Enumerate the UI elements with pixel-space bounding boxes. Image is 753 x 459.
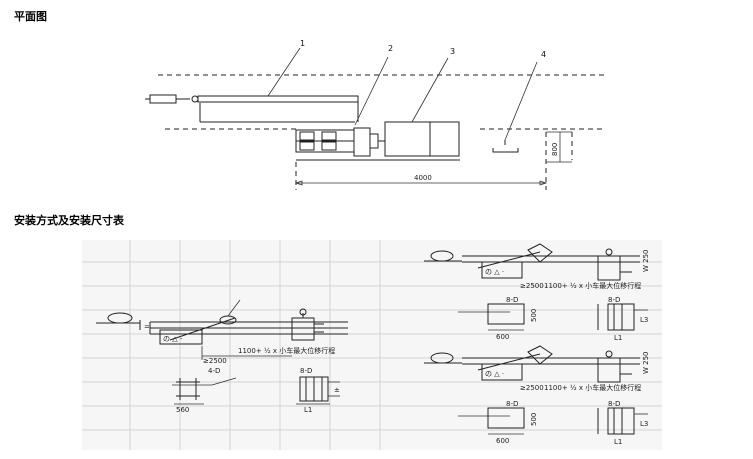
side-w-bottom: W 250	[642, 351, 650, 374]
dim-base-bottom: 600	[496, 437, 509, 445]
dim-l1-left: L1	[304, 406, 312, 414]
coupling-head	[149, 94, 177, 104]
bolt-plate-bottom-left	[487, 407, 525, 429]
install-diagram-right-bottom: の △ · W 250 ≥2500 1100+ ½ x 小车最大位移行程 8-D…	[424, 345, 650, 446]
dim-h-bottom: 500	[530, 413, 538, 426]
plan-view-drawing: 1 2 3 4 4000 800	[145, 39, 605, 190]
svg-text:±: ±	[334, 386, 340, 394]
bolt-label-top-b: 8-D	[608, 296, 620, 304]
dimension-label-length: 4000	[414, 174, 432, 182]
svg-text:=: =	[144, 323, 150, 331]
callout-leader-2	[354, 56, 389, 126]
foundation-block-left	[159, 329, 203, 345]
dim-l1-bottom: L1	[614, 438, 622, 446]
travel-note-left: 1100+ ½ x 小车最大位移行程	[238, 346, 335, 355]
svg-text:の △ ·: の △ ·	[485, 268, 504, 276]
travel-note-top: 1100+ ½ x 小车最大位移行程	[544, 281, 641, 290]
install-diagram-right-top: の △ · W 250 ≥2500 1100+ ½ x 小车最大位移行程 8-D…	[424, 243, 650, 342]
svg-text:L3: L3	[640, 420, 648, 428]
bolt-label-left-b: 8-D	[300, 367, 312, 375]
faded-table-background	[82, 240, 662, 450]
svg-text:の △ ·: の △ ·	[485, 370, 504, 378]
bolt-plate-top-right	[607, 303, 635, 331]
bolt-label-bottom-a: 8-D	[506, 400, 518, 408]
plan-view-heading: 平面图	[14, 10, 47, 23]
bolt-plate-bottom-right	[607, 407, 635, 435]
dim-base-left: 560	[176, 406, 189, 414]
dim-min-bottom: ≥2500	[520, 384, 544, 392]
dim-base-top: 600	[496, 333, 509, 341]
callout-leader-4	[504, 61, 538, 141]
rail-member	[197, 95, 359, 103]
svg-text:L3: L3	[640, 316, 648, 324]
coupling-pin	[191, 95, 199, 103]
travel-note-bottom: 1100+ ½ x 小车最大位移行程	[544, 383, 641, 392]
callout-label-1: 1	[300, 39, 305, 48]
install-diagram-left: = の △ - ≥2500 1100+ ½ x 小车最大位移行程 4-D 8-D	[96, 299, 348, 414]
callout-label-2: 2	[388, 44, 393, 53]
dim-min-top: ≥2500	[520, 282, 544, 290]
callout-leader-1	[267, 47, 301, 97]
dim-min-left: ≥2500	[203, 357, 227, 365]
bolt-label-top-a: 8-D	[506, 296, 518, 304]
callout-label-4: 4	[541, 50, 546, 59]
dim-h-top: 500	[530, 309, 538, 322]
reducer-box	[353, 127, 371, 157]
dim-l1-top: L1	[614, 334, 622, 342]
motor-box	[384, 121, 460, 157]
bolt-label-left-a: 4-D	[208, 367, 220, 375]
svg-text:の △ -: の △ -	[163, 335, 183, 343]
sensor-mark	[492, 148, 519, 153]
install-table-heading: 安装方式及安装尺寸表	[14, 214, 124, 227]
side-w-top: W 250	[642, 249, 650, 272]
bolt-plate-top-left	[487, 303, 525, 325]
callout-label-3: 3	[450, 47, 455, 56]
callout-leader-3	[411, 57, 449, 123]
dimension-label-width: 800	[551, 143, 559, 156]
bolt-label-bottom-b: 8-D	[608, 400, 620, 408]
